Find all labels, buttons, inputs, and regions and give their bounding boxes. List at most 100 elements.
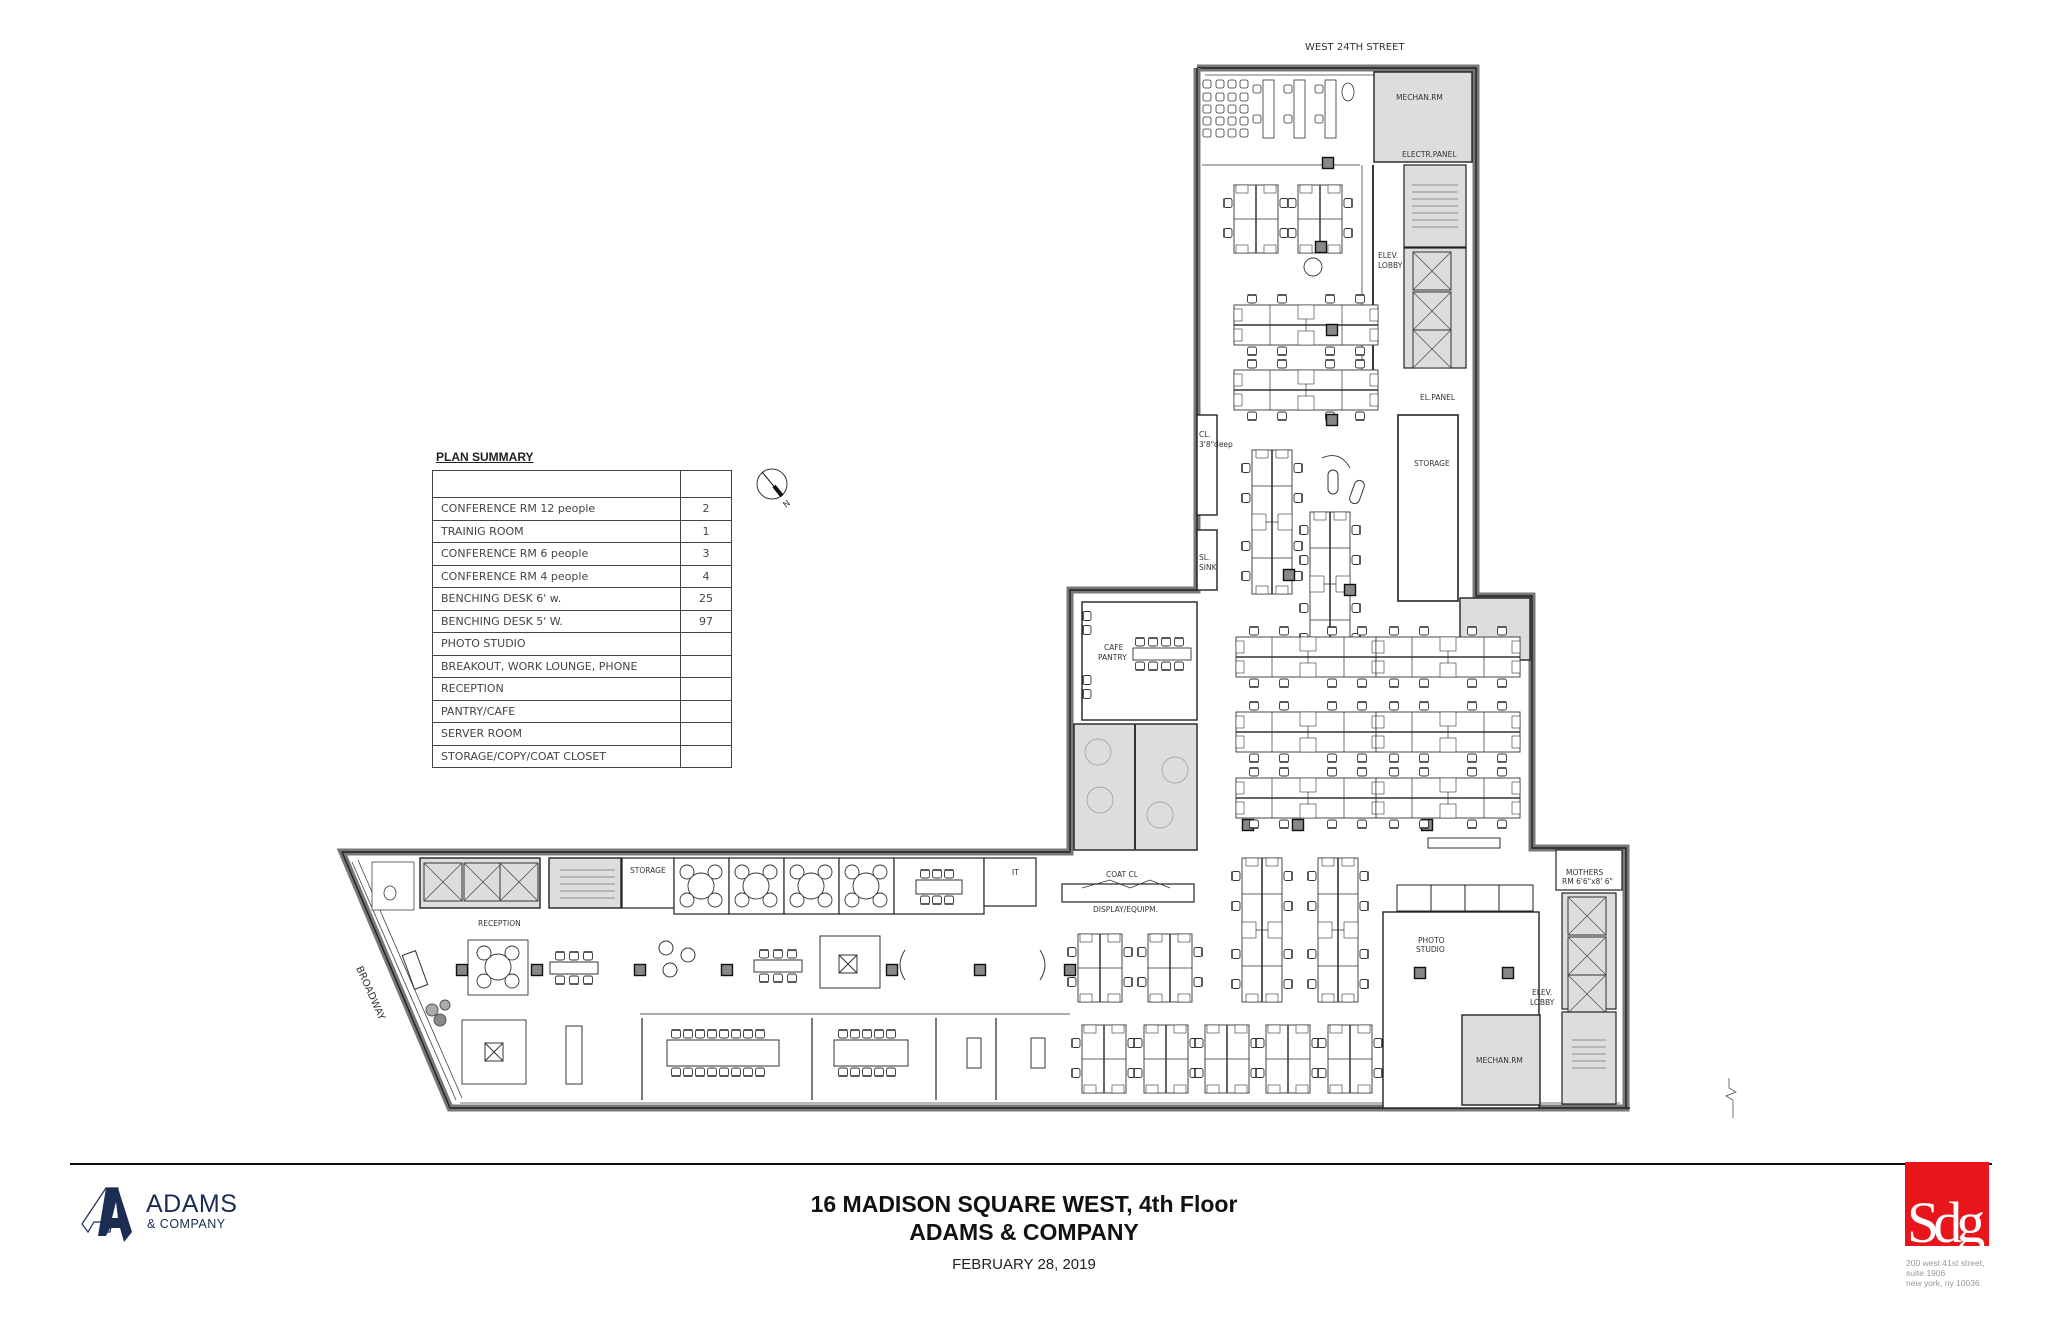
label-display: DISPLAY/EQUIPM.	[1093, 905, 1158, 914]
count-cell	[680, 699, 732, 723]
label-el-panel: EL.PANEL	[1420, 393, 1456, 402]
label-mechan-rm-bot: MECHAN.RM	[1476, 1056, 1523, 1065]
header-cell	[432, 470, 681, 498]
item-cell: BREAKOUT, WORK LOUNGE, PHONE	[432, 654, 681, 678]
label-electr-panel: ELECTR.PANEL	[1402, 150, 1457, 159]
elevators-west	[371, 857, 622, 911]
table-row: SERVER ROOM	[432, 722, 732, 746]
label-studio: STUDIO	[1416, 945, 1445, 954]
adams-logo-word: ADAMS	[146, 1190, 238, 1218]
label-mothers-1: MOTHERS	[1566, 868, 1604, 877]
item-cell: RECEPTION	[432, 677, 681, 701]
item-cell: BENCHING DESK 6' w.	[432, 587, 681, 611]
workstations-south	[1072, 1025, 1382, 1093]
count-cell	[680, 632, 732, 656]
title-block: 16 MADISON SQUARE WEST, 4th Floor ADAMS …	[0, 1190, 2048, 1273]
mothers-room	[1555, 849, 1623, 891]
item-cell: STORAGE/COPY/COAT CLOSET	[432, 744, 681, 768]
adams-logo-sub: & COMPANY	[147, 1217, 226, 1231]
item-cell: PANTRY/CAFE	[432, 699, 681, 723]
north-arrow-icon	[756, 468, 788, 500]
table-row: BREAKOUT, WORK LOUNGE, PHONE	[432, 654, 732, 678]
conference-rooms-south	[640, 1013, 1070, 1100]
client-name: ADAMS & COMPANY	[909, 1219, 1139, 1245]
label-elev-lobby-top-2: LOBBY	[1378, 261, 1403, 270]
cafe-pantry	[1081, 601, 1198, 721]
phone-booths	[1396, 884, 1534, 912]
elevators-east	[1561, 892, 1617, 1105]
label-elev-lobby-bot-1: ELEV.	[1532, 988, 1552, 997]
label-mechan-rm-top: MECHAN.RM	[1396, 93, 1443, 102]
count-cell: 25	[680, 587, 732, 611]
table-row: STORAGE/COPY/COAT CLOSET	[432, 744, 732, 768]
count-cell: 2	[680, 497, 732, 521]
count-cell: 1	[680, 519, 732, 543]
table-row: PHOTO STUDIO	[432, 632, 732, 656]
label-cafe: CAFE	[1104, 643, 1124, 652]
label-closet-1: CL.	[1199, 430, 1211, 439]
storage-right	[1397, 414, 1459, 602]
plan-date: FEBRUARY 28, 2019	[952, 1256, 1096, 1273]
sdg-address-line: suite 1906	[1906, 1268, 1946, 1278]
stair-top	[1403, 164, 1467, 248]
table-row: PANTRY/CAFE	[432, 699, 732, 723]
plan-summary-title: PLAN SUMMARY	[436, 450, 534, 464]
adams-logo-icon	[81, 1187, 132, 1242]
label-coat-cl: COAT CL	[1106, 870, 1139, 879]
north-arrow-label: N	[782, 499, 793, 511]
lounge-area	[658, 935, 1046, 989]
label-storage-left: STORAGE	[630, 866, 666, 875]
mechan-room-bot	[1461, 1014, 1541, 1106]
street-label-north: WEST 24TH STREET	[1305, 42, 1405, 53]
label-sink-1: SL.	[1199, 553, 1210, 562]
title-block-rule	[70, 1163, 1992, 1165]
elevators-top	[1403, 247, 1467, 369]
count-cell	[680, 654, 732, 678]
label-it: IT	[1012, 868, 1019, 877]
item-cell: SERVER ROOM	[432, 722, 681, 746]
label-sink-2: SINK	[1199, 563, 1218, 572]
header-cell	[680, 470, 732, 498]
sdg-address-line: 200 west 41st street,	[1906, 1258, 1985, 1268]
table-row: RECEPTION	[432, 677, 732, 701]
restrooms	[1073, 723, 1198, 851]
count-cell: 3	[680, 542, 732, 566]
count-cell	[680, 744, 732, 768]
label-elev-lobby-bot-2: LOBBY	[1530, 998, 1555, 1007]
it-room	[983, 857, 1037, 907]
project-title: 16 MADISON SQUARE WEST, 4th Floor	[810, 1191, 1238, 1217]
label-storage-right: STORAGE	[1414, 459, 1450, 468]
table-row: BENCHING DESK 5' W.97	[432, 609, 732, 633]
coat-closet	[1061, 879, 1195, 903]
item-cell: PHOTO STUDIO	[432, 632, 681, 656]
street-label-west: BROADWAY	[353, 965, 387, 1023]
table-header-row	[432, 470, 732, 498]
break-line	[1725, 1078, 1737, 1118]
label-elev-lobby-top-1: ELEV.	[1378, 251, 1398, 260]
workstations-middle	[1232, 627, 1520, 1002]
training-room	[1202, 79, 1360, 166]
count-cell	[680, 677, 732, 701]
table-row: BENCHING DESK 6' w.25	[432, 587, 732, 611]
count-cell	[680, 722, 732, 746]
mechan-room-top	[1373, 71, 1473, 163]
sdg-address: 200 west 41st street, suite 1906 new yor…	[1906, 1258, 1984, 1288]
workstations-north	[1224, 185, 1378, 656]
sdg-logo-icon: Sdg	[1905, 1162, 1989, 1246]
count-cell: 4	[680, 564, 732, 588]
item-cell: TRAINIG ROOM	[432, 519, 681, 543]
sdg-address-line: new york, ny 10036	[1906, 1278, 1980, 1288]
label-photo: PHOTO	[1418, 936, 1445, 945]
workstations-south-center	[1068, 934, 1202, 1002]
sdg-logo-text: Sdg	[1907, 1190, 1985, 1246]
label-closet-2: 3'8"deep	[1199, 440, 1233, 449]
label-pantry: PANTRY	[1098, 653, 1127, 662]
item-cell: CONFERENCE RM 12 people	[432, 497, 681, 521]
